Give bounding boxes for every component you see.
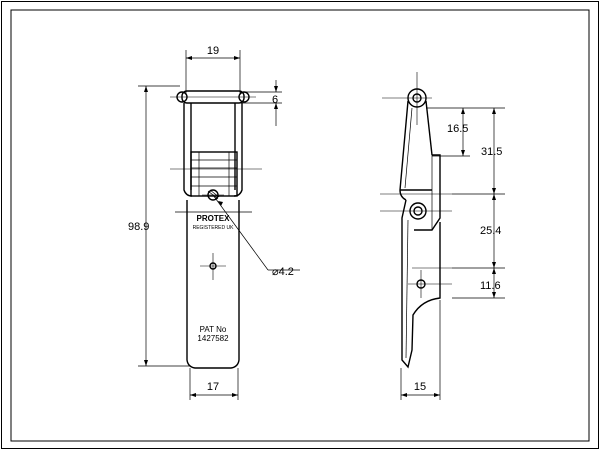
dim-span: 31.5 bbox=[481, 146, 502, 158]
dim-pin-offset: 6 bbox=[272, 94, 278, 106]
dim-bottom-width: 17 bbox=[207, 381, 219, 393]
patent-line-1: PAT No bbox=[200, 325, 227, 334]
dim-upper: 16.5 bbox=[447, 123, 468, 135]
inner-border bbox=[10, 9, 590, 442]
dim-side-bottom-width: 15 bbox=[414, 381, 426, 393]
brand-sub-label: REGISTERED UK bbox=[193, 225, 235, 231]
dim-mid: 25.4 bbox=[480, 225, 501, 237]
dim-hole-diameter: ⌀4.2 bbox=[272, 266, 294, 278]
dim-top-width: 19 bbox=[207, 45, 219, 57]
brand-label: PROTEX bbox=[197, 214, 231, 223]
dim-lower: 11.6 bbox=[480, 280, 501, 292]
front-view: 19 6 98.9 bbox=[128, 45, 300, 400]
dim-overall-height: 98.9 bbox=[128, 221, 149, 233]
side-view: 16.5 31.5 25.4 11.6 15 bbox=[380, 72, 505, 400]
patent-line-2: 1427582 bbox=[197, 334, 229, 343]
